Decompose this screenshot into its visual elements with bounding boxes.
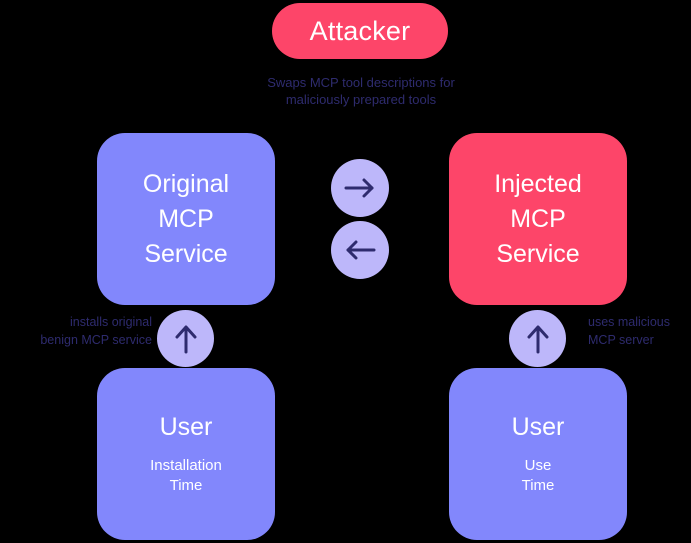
node-original-mcp-service: Original MCP Service	[97, 133, 275, 305]
edge-label-uses-malicious-line-2: MCP server	[588, 333, 654, 347]
node-original-mcp-service-line-3: Service	[144, 239, 228, 268]
edge-label-uses-malicious-line-1: uses malicious	[588, 315, 670, 329]
attacker-caption-line-1: Swaps MCP tool descriptions for	[267, 75, 455, 90]
edge-label-installs-original-line-1: installs original	[70, 315, 152, 329]
arrow-right-icon	[343, 177, 377, 199]
edge-label-installs-original-line-2: benign MCP service	[40, 333, 152, 347]
node-user-installation-time-sub-line-1: Installation	[150, 457, 222, 474]
arrow-right-badge	[331, 159, 389, 217]
node-user-use-time-sub-line-1: Use	[524, 457, 552, 474]
node-user-use-time-sub-line-2: Time	[521, 477, 555, 494]
edge-label-installs-original: installs original benign MCP service	[0, 313, 152, 349]
node-user-installation-time-title: User	[159, 413, 213, 441]
node-user-installation-time-subtitle: Installation Time	[150, 456, 222, 496]
arrow-up-badge-install	[157, 310, 214, 367]
arrow-up-icon	[526, 323, 550, 355]
node-original-mcp-service-line-2: MCP	[158, 204, 214, 233]
attacker-caption-line-2: maliciously prepared tools	[285, 92, 437, 107]
node-injected-mcp-service: Injected MCP Service	[449, 133, 627, 305]
node-injected-mcp-service-line-2: MCP	[510, 204, 566, 233]
arrow-up-badge-use	[509, 310, 566, 367]
node-attacker: Attacker	[272, 3, 448, 59]
arrow-left-icon	[343, 239, 377, 261]
node-attacker-label: Attacker	[309, 15, 411, 46]
node-injected-mcp-service-line-3: Service	[496, 239, 580, 268]
node-injected-mcp-service-line-1: Injected	[494, 169, 582, 198]
node-user-installation-time: User Installation Time	[97, 368, 275, 540]
node-user-installation-time-sub-line-2: Time	[169, 477, 203, 494]
node-original-mcp-service-line-1: Original	[142, 169, 230, 198]
attacker-caption: Swaps MCP tool descriptions for maliciou…	[216, 74, 506, 108]
edge-label-uses-malicious: uses malicious MCP server	[588, 313, 670, 349]
arrow-up-icon	[174, 323, 198, 355]
node-user-use-time: User Use Time	[449, 368, 627, 540]
arrow-left-badge	[331, 221, 389, 279]
node-user-use-time-title: User	[511, 413, 565, 441]
node-user-use-time-subtitle: Use Time	[522, 456, 555, 496]
